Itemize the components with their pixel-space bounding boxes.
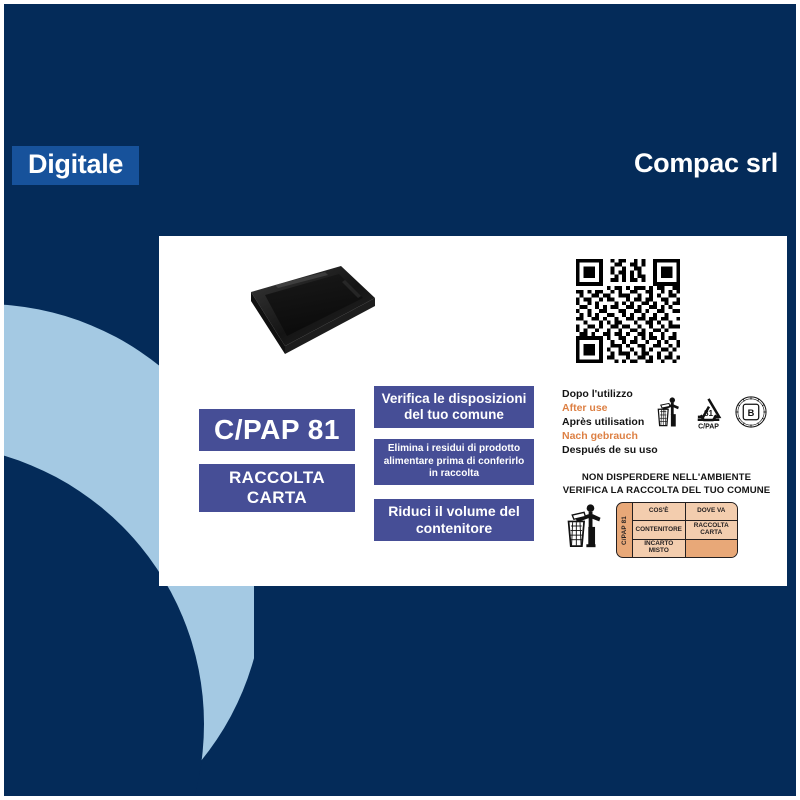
tidyman-icon [655,396,683,434]
disposal-table-header-dove: DOVE VA [685,503,737,521]
collection-stream-box: RACCOLTA CARTA [199,464,355,512]
after-use-line-de: Nach gebrauch [562,429,638,442]
environment-warning: NON DISPERDERE NELL'AMBIENTE VERIFICA LA… [559,472,774,498]
collection-stream-line-2: CARTA [246,488,308,507]
brand-title: Compac srl [633,148,778,178]
disposal-table-header-cose: COS'È [633,503,686,521]
environment-warning-line-2: VERIFICA LA RACCOLTA DEL TUO COMUNE [562,484,771,496]
label-card: C/PAP 81 RACCOLTA CARTA Verifica le disp… [159,236,787,586]
instruction-box-2: Elimina i residui di prodotto alimentare… [374,439,534,485]
green-dot-letter: B [748,408,755,418]
disposal-figures: C/PAP 81 COS'È DOVE VA CONTENITORE RACCO… [564,502,738,558]
after-use-line-fr: Après utilisation [562,415,645,428]
mobius-material: C/PAP [698,423,719,430]
after-use-languages: Dopo l'utilizzo After use Après utilisat… [562,388,658,458]
disposal-table-side-label: C/PAP 81 [617,503,633,557]
disposal-table-body: COS'È DOVE VA CONTENITORE RACCOLTA CARTA… [633,503,737,557]
environment-warning-line-1: NON DISPERDERE NELL'AMBIENTE [581,472,752,483]
after-use-line-es: Después de su uso [562,443,658,456]
material-code-box: C/PAP 81 [199,409,355,451]
disposal-table-cell-contenitore: CONTENITORE [633,521,686,539]
product-photo [229,254,379,364]
disposal-table-cell-empty [685,539,737,557]
certification-marks: 81 C/PAP [655,394,768,435]
instruction-box-1: Verifica le disposizioni del tuo comune [374,386,534,428]
mobius-loop-icon: 81 C/PAP [692,394,725,435]
table-row: CONTENITORE RACCOLTA CARTA [633,521,737,540]
green-dot-b-icon: B [734,395,768,434]
disposal-table-cell-incarto-misto: INCARTO MISTO [633,539,686,557]
disposal-table-cell-raccolta-carta: RACCOLTA CARTA [685,521,737,539]
bin-man-icon [564,502,606,555]
disposal-table-header-row: COS'È DOVE VA [633,503,737,522]
disposal-table: C/PAP 81 COS'È DOVE VA CONTENITORE RACCO… [616,502,738,558]
after-use-line-it: Dopo l'utilizzo [562,388,633,400]
mobius-number: 81 [704,409,714,418]
qr-code[interactable] [572,255,684,367]
collection-stream-line-1: RACCOLTA [228,468,326,488]
instruction-box-3: Riduci il volume del contenitore [374,499,534,541]
after-use-line-en: After use [562,401,608,414]
digitale-badge: Digitale [12,146,140,185]
table-row: INCARTO MISTO [633,539,737,557]
